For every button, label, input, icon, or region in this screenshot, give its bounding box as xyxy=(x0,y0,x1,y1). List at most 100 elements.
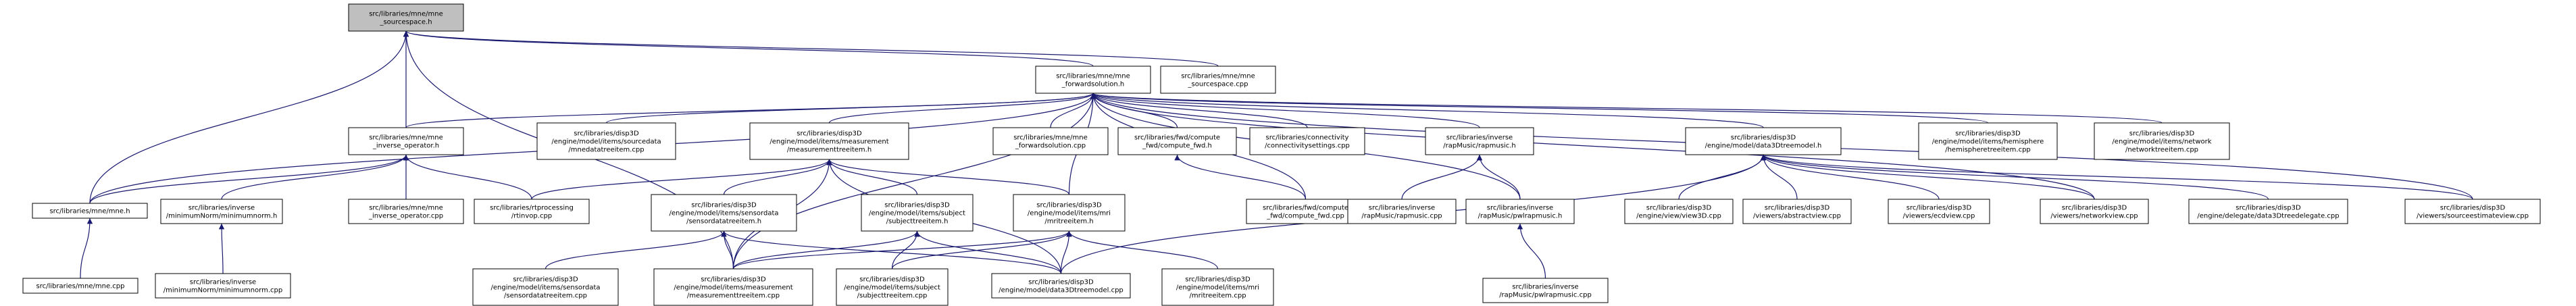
file-node[interactable]: src/libraries/disp3D/engine/model/items/… xyxy=(2094,122,2230,160)
file-node-label: /rapMusic/pwlrapmusic.h xyxy=(1478,213,1563,220)
file-node-label: src/libraries/disp3D xyxy=(1906,205,1972,212)
file-node[interactable]: src/libraries/inverse/minimumNorm/minimu… xyxy=(155,273,291,299)
file-node-label: src/libraries/rtprocessing xyxy=(490,205,574,212)
file-node[interactable]: src/libraries/mne/mne_sourcespace.cpp xyxy=(1160,66,1276,94)
edge-n1-n9 xyxy=(1090,93,1480,128)
file-node[interactable]: src/libraries/disp3D/viewers/abstractvie… xyxy=(1742,199,1852,224)
file-node[interactable]: src/libraries/disp3D/engine/model/data3D… xyxy=(991,273,1131,299)
edge-n18-n32 xyxy=(732,230,920,270)
file-node-label: src/libraries/disp3D xyxy=(859,276,925,284)
root-file-node[interactable]: src/libraries/mne/mne_sourcespace.h xyxy=(348,3,464,32)
file-node[interactable]: src/libraries/disp3D/engine/model/items/… xyxy=(536,122,676,160)
file-node[interactable]: src/libraries/disp3D/engine/delegate/dat… xyxy=(2188,199,2348,224)
file-node[interactable]: src/libraries/mne/mne.cpp xyxy=(22,278,138,294)
file-node[interactable]: src/libraries/disp3D/engine/model/items/… xyxy=(1161,268,1274,306)
edge-n13-n29 xyxy=(80,218,93,279)
edge-n19-n34 xyxy=(1060,230,1072,274)
file-node[interactable]: src/libraries/disp3D/engine/model/items/… xyxy=(653,268,813,306)
file-node[interactable]: src/libraries/mne/mne_inverse_operator.c… xyxy=(348,199,464,224)
file-node[interactable]: src/libraries/inverse/rapMusic/rapmusic.… xyxy=(1425,127,1534,155)
file-node-label: /minimumNorm/minimumnorm.cpp xyxy=(163,287,282,295)
file-node-label: /connectivitysettings.cpp xyxy=(1265,143,1350,150)
nodes-layer: src/libraries/mne/mne_sourcespace.hsrc/l… xyxy=(22,3,2541,306)
file-node-label: src/libraries/inverse xyxy=(1369,205,1435,212)
file-node-box xyxy=(1888,199,1990,224)
file-node[interactable]: src/libraries/disp3D/engine/model/items/… xyxy=(836,268,949,306)
file-node[interactable]: src/libraries/inverse/rapMusic/pwlrapmus… xyxy=(1465,199,1575,224)
file-node-label: /engine/view/view3D.cpp xyxy=(1636,213,1721,220)
file-node-label: src/libraries/inverse xyxy=(188,205,255,212)
edge-n1-n12 xyxy=(1090,93,2163,124)
file-node-label: src/libraries/mne/mne xyxy=(369,11,443,18)
file-node-label: src/libraries/disp3D xyxy=(691,202,757,209)
file-node[interactable]: src/libraries/mne/mne_forwardsolution.h xyxy=(1035,66,1151,94)
edge-n17-n31 xyxy=(545,230,727,270)
edge-n17-n34 xyxy=(721,230,1062,274)
file-node-label: /rtinvop.cpp xyxy=(511,213,552,220)
file-node-label: /measurementtreeitem.cpp xyxy=(687,292,780,300)
file-node-box xyxy=(160,199,283,224)
file-node-label: src/libraries/inverse xyxy=(1446,134,1513,142)
file-node-label: src/libraries/fwd/compute xyxy=(1134,134,1220,142)
file-node[interactable]: src/libraries/connectivity/connectivitys… xyxy=(1249,127,1365,155)
file-node-box xyxy=(991,273,1131,299)
file-node-box xyxy=(155,273,291,299)
edge-n1-n3 xyxy=(405,93,1096,128)
file-node[interactable]: src/libraries/disp3D/engine/model/items/… xyxy=(749,122,909,160)
file-node[interactable]: src/libraries/mne/mne_inverse_operator.h xyxy=(348,127,464,155)
file-node-label: src/libraries/inverse xyxy=(1487,205,1553,212)
file-node-label: /engine/model/items/mri xyxy=(1176,284,1259,292)
edge-n1-n4 xyxy=(605,93,1096,124)
file-node-label: src/libraries/disp3D xyxy=(2129,130,2195,138)
file-node[interactable]: src/libraries/fwd/compute_fwd/compute_fw… xyxy=(1117,127,1237,155)
file-node-label: src/libraries/connectivity xyxy=(1266,134,1349,142)
file-node[interactable]: src/libraries/inverse/rapMusic/pwlrapmus… xyxy=(1482,278,1609,303)
file-node-label: /hemispheretreeitem.cpp xyxy=(1945,147,2031,154)
file-node-box xyxy=(1246,199,1365,224)
file-node[interactable]: src/libraries/fwd/compute_fwd/compute_fw… xyxy=(1246,199,1365,224)
file-node-label: /engine/model/items/subject xyxy=(844,284,940,292)
edges-layer xyxy=(80,30,2473,279)
file-node-box xyxy=(992,127,1109,155)
file-node[interactable]: src/libraries/disp3D/viewers/sourceestim… xyxy=(2404,199,2541,224)
file-node-box xyxy=(2188,199,2348,224)
edge-n1-n10 xyxy=(1090,93,1764,128)
file-node-box xyxy=(22,278,138,294)
file-node-label: src/libraries/mne/mne.cpp xyxy=(36,283,125,290)
file-node-label: /engine/model/items/subject xyxy=(869,210,965,218)
file-node[interactable]: src/libraries/mne/mne.h xyxy=(32,203,148,219)
file-node-box xyxy=(1035,66,1151,94)
edge-n10-n24 xyxy=(1760,154,1798,200)
file-node[interactable]: src/libraries/mne/mne_forwardsolution.cp… xyxy=(992,127,1109,155)
file-node[interactable]: src/libraries/disp3D/viewers/ecdview.cpp xyxy=(1888,199,1990,224)
file-node-label: /engine/model/items/sensordata xyxy=(669,210,778,218)
file-node[interactable]: src/libraries/disp3D/engine/view/view3D.… xyxy=(1624,199,1734,224)
file-node-box xyxy=(1161,268,1274,306)
file-node-box xyxy=(651,194,797,232)
edge-n10-n26 xyxy=(1760,154,2095,200)
file-node[interactable]: src/libraries/disp3D/engine/model/items/… xyxy=(651,194,797,232)
file-node-box xyxy=(1249,127,1365,155)
file-node-label: /engine/model/items/measurement xyxy=(769,138,888,146)
file-node-box xyxy=(836,268,949,306)
file-node[interactable]: src/libraries/inverse/minimumNorm/minimu… xyxy=(160,199,283,224)
file-node-label: _fwd/compute_fwd.h xyxy=(1142,143,1212,150)
file-node-box xyxy=(348,199,464,224)
file-node[interactable]: src/libraries/disp3D/viewers/networkview… xyxy=(2040,199,2149,224)
file-node[interactable]: src/libraries/disp3D/engine/model/items/… xyxy=(472,268,619,306)
file-node-label: /rapMusic/rapmusic.h xyxy=(1443,143,1515,150)
file-node-label: /rapMusic/pwlrapmusic.cpp xyxy=(1499,292,1592,299)
file-node[interactable]: src/libraries/disp3D/engine/model/data3D… xyxy=(1685,127,1842,155)
file-node-label: /mnedatatreeitem.cpp xyxy=(568,147,644,154)
file-node-box xyxy=(1465,199,1575,224)
file-node[interactable]: src/libraries/rtprocessing/rtinvop.cpp xyxy=(474,199,590,224)
edge-n3-n16 xyxy=(403,154,532,200)
file-node[interactable]: src/libraries/disp3D/engine/model/items/… xyxy=(1918,122,2058,160)
edge-n7-n20 xyxy=(1174,154,1307,200)
file-node-label: /viewers/abstractview.cpp xyxy=(1753,213,1841,220)
file-node[interactable]: src/libraries/disp3D/engine/model/items/… xyxy=(861,194,974,232)
file-node-label: /engine/model/items/sourcedata xyxy=(551,138,661,146)
file-node[interactable]: src/libraries/inverse/rapMusic/rapmusic.… xyxy=(1347,199,1457,224)
file-node-label: src/libraries/disp3D xyxy=(1028,279,1094,286)
file-node[interactable]: src/libraries/disp3D/engine/model/items/… xyxy=(1013,194,1126,232)
